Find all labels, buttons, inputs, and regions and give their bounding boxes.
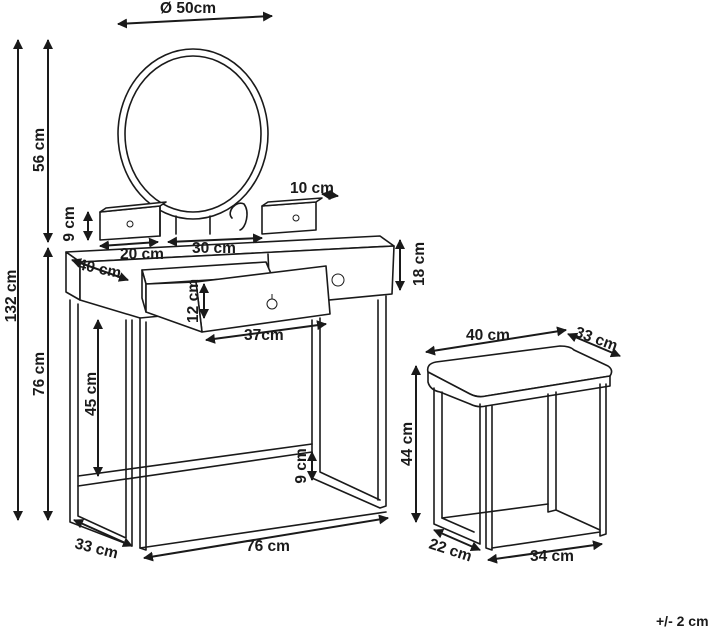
total-height-label: 132 cm: [3, 270, 20, 323]
round-mirror: [117, 48, 269, 235]
stool-base-width-label: 34 cm: [530, 548, 574, 565]
open-drawer: [141, 261, 331, 333]
small-drawer-right: [261, 197, 323, 235]
mirror-diameter-label: Ø 50cm: [160, 0, 216, 17]
table-height-label: 76 cm: [31, 352, 48, 396]
apron-height-label: 18 cm: [411, 242, 428, 286]
dressing-table: [65, 48, 395, 551]
leg-clearance-label: 45 cm: [83, 372, 100, 416]
small-drawer-width-label: 20 cm: [120, 246, 164, 263]
stool: [426, 345, 613, 551]
small-drawer-left: [99, 201, 167, 241]
mirror-height-label: 56 cm: [31, 128, 48, 172]
small-drawer-depth-label: 10 cm: [290, 180, 334, 197]
base-width-label: 76 cm: [246, 538, 290, 555]
tolerance-note: +/- 2 cm: [656, 613, 709, 629]
drawer-height-label: 12 cm: [185, 279, 202, 323]
small-drawer-height-label: 9 cm: [61, 206, 78, 241]
stool-height-label: 44 cm: [399, 422, 416, 466]
stool-depth-label: 33 cm: [573, 324, 620, 355]
table-legs: [69, 295, 387, 551]
dimension-lines: [13, 11, 621, 564]
stool-base-depth-label: 22 cm: [427, 536, 474, 566]
stool-width-label: 40 cm: [466, 327, 510, 344]
stool-legs: [433, 383, 607, 551]
stretcher-height-label: 9 cm: [293, 448, 310, 483]
drawer-width-label: 37cm: [244, 327, 284, 344]
base-depth-label: 33 cm: [73, 535, 120, 562]
mirror-stand-width-label: 30 cm: [192, 240, 236, 257]
